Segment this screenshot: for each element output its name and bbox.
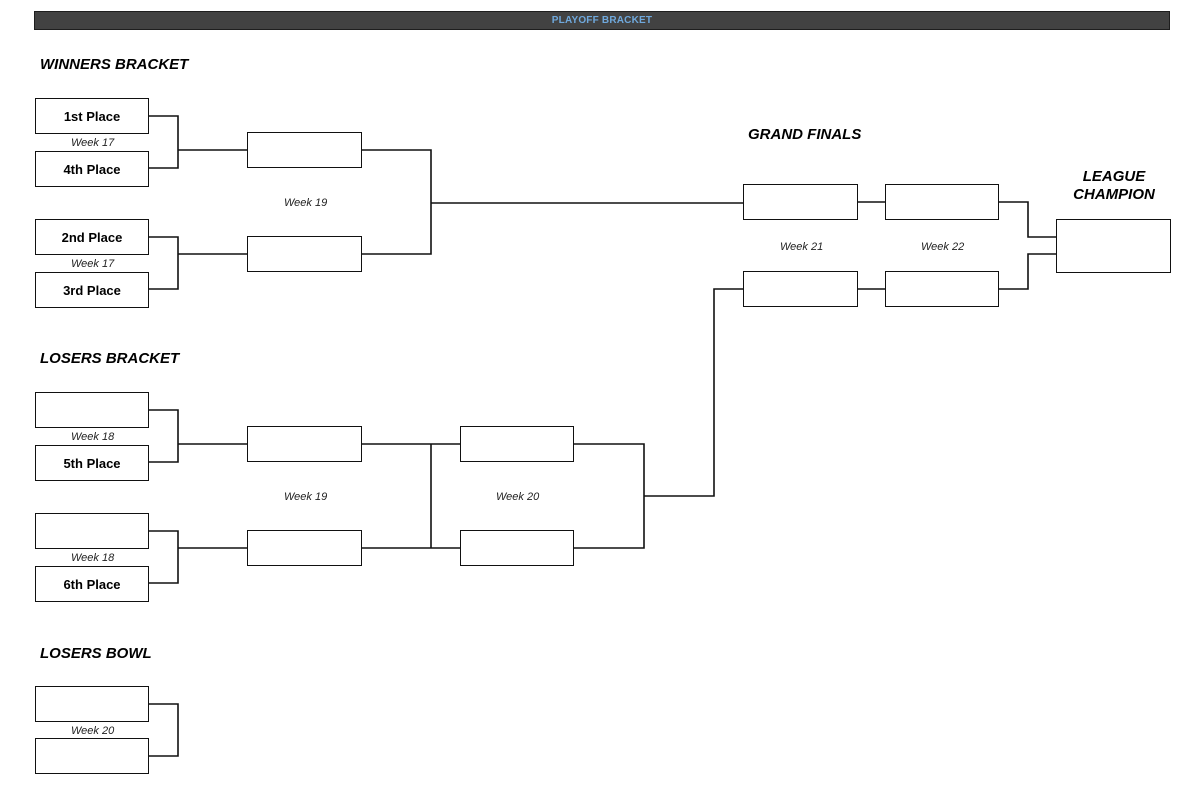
winners-seed-1st[interactable]: 1st Place: [35, 98, 149, 134]
connector-l3: [361, 443, 461, 549]
connector-w1: [148, 115, 248, 169]
grand-finals-heading: GRAND FINALS: [748, 126, 862, 143]
league-champion-heading-line1: LEAGUE: [1082, 168, 1146, 185]
losers-bracket-heading: LOSERS BRACKET: [40, 350, 180, 367]
grand-finals-week-label-21: Week 21: [780, 241, 824, 253]
grand-finals-week21-slot-1[interactable]: [743, 184, 858, 220]
playoff-bracket-title: PLAYOFF BRACKET: [34, 11, 1170, 30]
losers-week-label-20: Week 20: [496, 491, 540, 503]
losers-seed-5th[interactable]: 5th Place: [35, 445, 149, 481]
connector-l4: [573, 288, 744, 549]
grand-finals-week21-slot-2[interactable]: [743, 271, 858, 307]
losers-week19-slot-2[interactable]: [247, 530, 362, 566]
losers-bowl-slot-1[interactable]: [35, 686, 149, 722]
winners-semifinal-slot-2[interactable]: [247, 236, 362, 272]
losers-slot-1[interactable]: [35, 392, 149, 428]
losers-week20-slot-2[interactable]: [460, 530, 574, 566]
league-champion-slot[interactable]: [1056, 219, 1171, 273]
losers-week-label-1: Week 18: [71, 431, 115, 443]
losers-bowl-slot-2[interactable]: [35, 738, 149, 774]
winners-bracket-heading: WINNERS BRACKET: [40, 56, 189, 73]
losers-week-label-2: Week 18: [71, 552, 115, 564]
connector-l2: [148, 530, 248, 584]
losers-week19-slot-1[interactable]: [247, 426, 362, 462]
connector-g2: [998, 201, 1057, 290]
losers-week20-slot-1[interactable]: [460, 426, 574, 462]
connector-w2: [148, 236, 248, 290]
losers-bowl-heading: LOSERS BOWL: [40, 645, 152, 662]
winners-week-label-2: Week 17: [71, 258, 115, 270]
connector-g1: [857, 201, 886, 290]
winners-week-label-19: Week 19: [284, 197, 328, 209]
losers-slot-2[interactable]: [35, 513, 149, 549]
winners-seed-2nd[interactable]: 2nd Place: [35, 219, 149, 255]
connector-w3: [361, 149, 744, 255]
winners-semifinal-slot-1[interactable]: [247, 132, 362, 168]
losers-seed-6th[interactable]: 6th Place: [35, 566, 149, 602]
league-champion-heading-line2: CHAMPION: [1073, 186, 1155, 203]
grand-finals-week22-slot-2[interactable]: [885, 271, 999, 307]
league-champion-heading: LEAGUE CHAMPION: [1056, 168, 1172, 204]
winners-seed-4th[interactable]: 4th Place: [35, 151, 149, 187]
winners-week-label-1: Week 17: [71, 137, 115, 149]
connector-l1: [148, 409, 248, 463]
connector-b1: [148, 703, 179, 757]
grand-finals-week-label-22: Week 22: [921, 241, 965, 253]
losers-week-label-19: Week 19: [284, 491, 328, 503]
grand-finals-week22-slot-1[interactable]: [885, 184, 999, 220]
losers-bowl-week-label: Week 20: [71, 725, 115, 737]
winners-seed-3rd[interactable]: 3rd Place: [35, 272, 149, 308]
